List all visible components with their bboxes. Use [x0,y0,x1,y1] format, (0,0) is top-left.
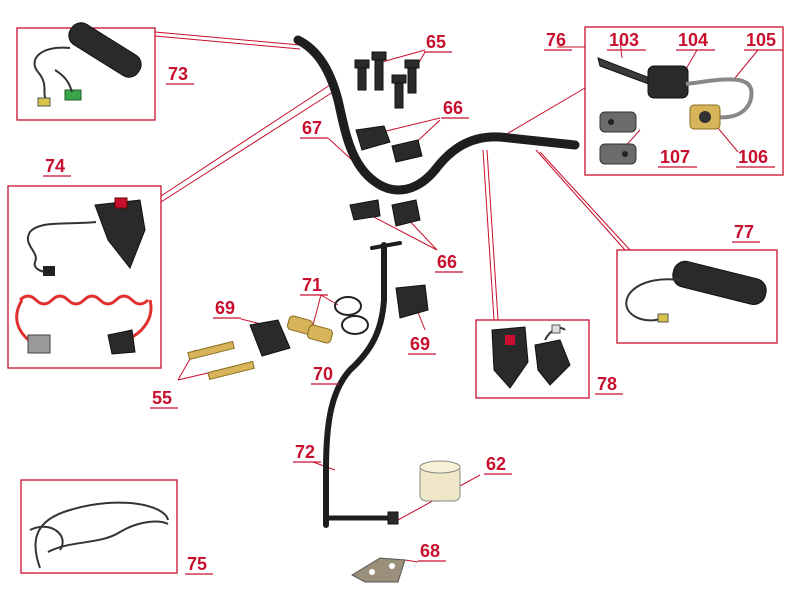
label-66-top: 66 [443,98,463,118]
label-62: 62 [486,454,506,474]
label-66-bottom: 66 [437,252,457,272]
label-106: 106 [738,147,768,167]
small-parts-illustration [187,284,429,381]
label-70: 70 [313,364,333,384]
callout-labels: 65 66 67 66 71 69 69 70 55 72 62 68 73 7… [43,30,783,575]
label-69-right: 69 [410,334,430,354]
box-74 [7,185,162,369]
label-78: 78 [597,374,617,394]
throttle-grip-73-illustration [33,22,142,107]
box-76 [584,26,784,176]
clamps-66-illustration [349,125,423,227]
label-105: 105 [746,30,776,50]
bolts-65-illustration [354,51,420,109]
label-69-left: 69 [215,298,235,318]
label-103: 103 [609,30,639,50]
switch-kill-cord-74-illustration [15,197,153,355]
label-77: 77 [734,222,754,242]
label-71: 71 [302,275,322,295]
label-107: 107 [660,147,690,167]
handlebar-67-illustration [293,35,580,195]
box-78 [475,319,590,399]
switch-housing-78-illustration [491,324,571,389]
box-75 [20,479,178,574]
box-77 [616,249,778,344]
bushing-62-illustration [419,460,461,502]
label-55: 55 [152,388,172,408]
bracket-68-illustration [350,557,406,583]
brake-assembly-76-illustration [597,57,754,165]
label-76: 76 [546,30,566,50]
label-72: 72 [295,442,315,462]
label-73: 73 [168,64,188,84]
throttle-cable-75-illustration [29,501,169,569]
label-67: 67 [302,118,322,138]
label-74: 74 [45,156,65,176]
label-68: 68 [420,541,440,561]
label-75: 75 [187,554,207,574]
steering-stem-72-illustration [323,241,402,528]
label-65: 65 [426,32,446,52]
grip-77-illustration [625,260,767,323]
label-104: 104 [678,30,708,50]
